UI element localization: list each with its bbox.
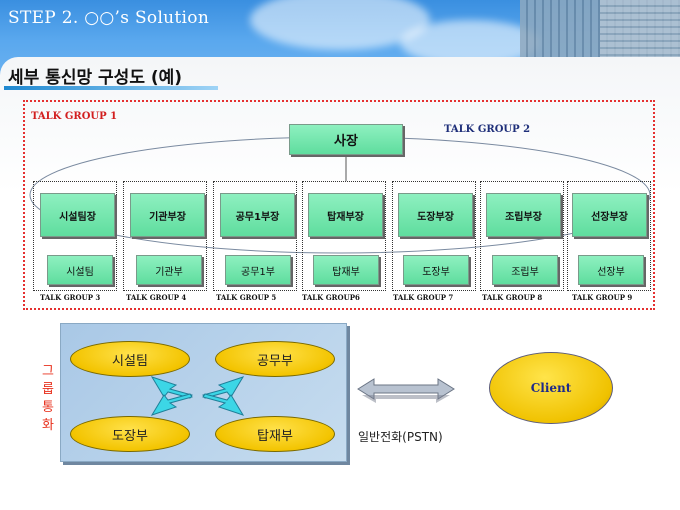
department-box: 공무1부 (225, 255, 291, 285)
talk-group-label: TALK GROUP 4 (126, 293, 187, 302)
manager-box: 기관부장 (130, 193, 205, 237)
department-box: 도장부 (403, 255, 469, 285)
pstn-label: 일반전화(PSTN) (358, 430, 443, 444)
group-call-char: 그 (42, 364, 54, 379)
talk-group-2-label: TALK GROUP 2 (444, 124, 531, 135)
manager-box: 시설팀장 (40, 193, 115, 237)
department-box: 탑재부 (313, 255, 379, 285)
group-call-char: 화 (42, 418, 54, 433)
talk-group-label: TALK GROUP6 (302, 293, 360, 302)
cross-arrows-icon (150, 376, 245, 416)
talk-group-1-boundary (23, 100, 655, 310)
department-box: 선장부 (578, 255, 644, 285)
manager-box: 조립부장 (486, 193, 561, 237)
talk-group-column (302, 181, 386, 291)
group-oval: 시설팀 (70, 341, 190, 377)
slide-title: 세부 통신망 구성도 (예) (8, 68, 183, 88)
group-call-char: 룹 (42, 382, 54, 397)
talk-group-column (480, 181, 564, 291)
manager-box: 도장부장 (398, 193, 473, 237)
talk-group-column (33, 181, 117, 291)
client-oval: Client (489, 352, 613, 424)
step-title: STEP 2. ○○’s Solution (8, 8, 210, 28)
talk-group-column (123, 181, 207, 291)
talk-group-column (567, 181, 651, 291)
talk-group-column (392, 181, 476, 291)
talk-group-label: TALK GROUP 8 (482, 293, 543, 302)
boss-box: 사장 (289, 124, 403, 155)
manager-box: 선장부장 (572, 193, 647, 237)
talk-group-column (213, 181, 297, 291)
talk-group-label: TALK GROUP 7 (393, 293, 454, 302)
talk-group-label: TALK GROUP 5 (216, 293, 277, 302)
group-call-char: 통 (42, 400, 54, 415)
group-oval: 탑재부 (215, 416, 335, 452)
talk-group-1-label: TALK GROUP 1 (31, 111, 118, 122)
double-arrow-icon (357, 378, 455, 403)
talk-group-label: TALK GROUP 3 (40, 293, 101, 302)
title-underline (4, 86, 218, 90)
manager-box: 탑재부장 (308, 193, 383, 237)
group-oval: 도장부 (70, 416, 190, 452)
department-box: 기관부 (136, 255, 202, 285)
group-oval: 공무부 (215, 341, 335, 377)
department-box: 시설팀 (47, 255, 113, 285)
talk-group-label: TALK GROUP 9 (572, 293, 633, 302)
manager-box: 공무1부장 (220, 193, 295, 237)
department-box: 조립부 (492, 255, 558, 285)
